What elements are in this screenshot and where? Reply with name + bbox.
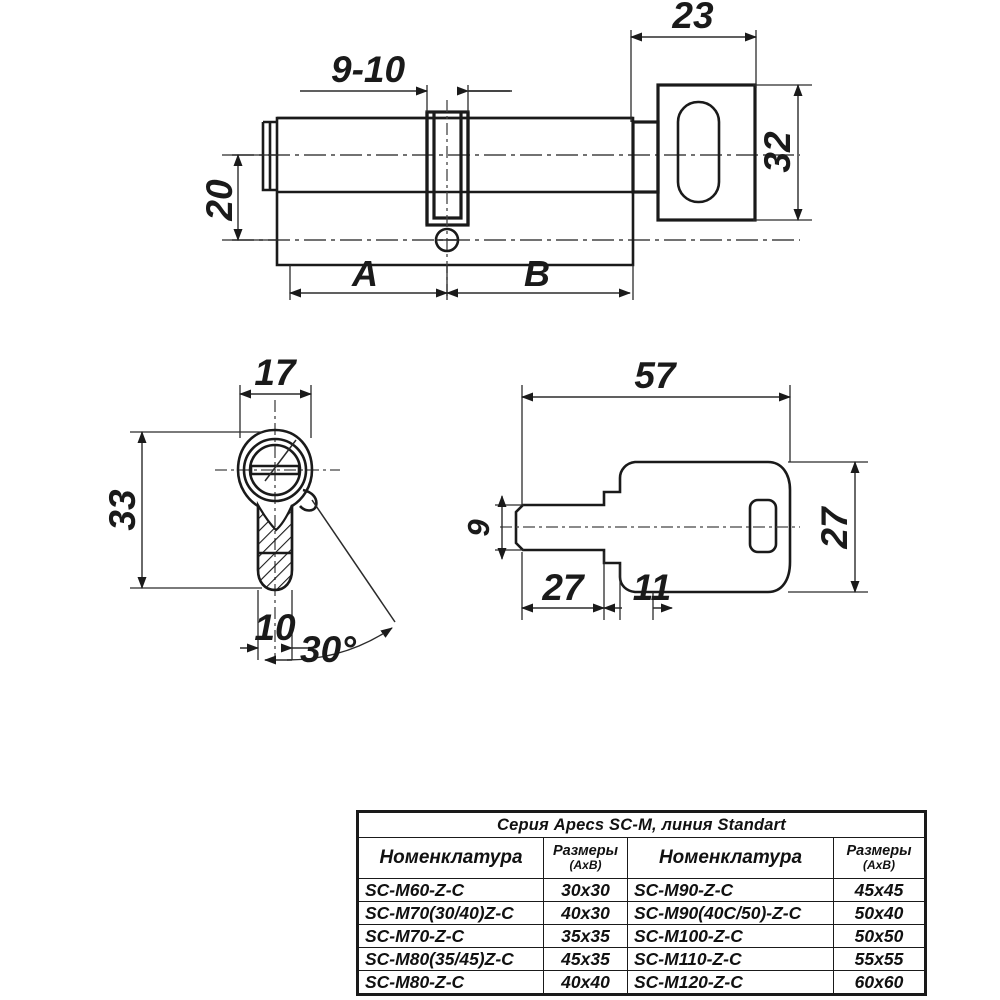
dimension-blade-length: 27 xyxy=(521,552,605,620)
cell-nom-right: SC-M100-Z-C xyxy=(627,924,834,948)
dimension-tail-width: 10 xyxy=(240,590,310,660)
table-title: Серия Apecs SC-M, линия Standart xyxy=(356,811,927,838)
cell-size-left: 40x30 xyxy=(543,901,628,925)
dim-label-tail-width: 10 xyxy=(254,607,296,648)
header-nomenclature-right: Номенклатура xyxy=(627,837,834,879)
view-cylinder-side: 9-10 20 23 32 A xyxy=(199,0,812,300)
table-title-row: Серия Apecs SC-M, линия Standart xyxy=(356,811,927,838)
header-sizes-right: Размеры (AxB) xyxy=(832,837,927,879)
dim-label-profile-width: 17 xyxy=(254,352,298,393)
cell-size-right: 45x45 xyxy=(832,878,927,902)
thumbturn-grip-detail xyxy=(676,100,721,204)
dim-label-profile-height: 33 xyxy=(102,489,143,531)
angle-arc xyxy=(286,627,393,661)
thumbturn-neck xyxy=(631,120,660,194)
dim-label-A: A xyxy=(351,253,378,294)
cell-nom-left: SC-M70(30/40)Z-C xyxy=(357,901,544,925)
plug-keyway-slot xyxy=(249,464,301,476)
cell-nom-left: SC-M70-Z-C xyxy=(357,924,544,948)
header-nomenclature-left: Номенклатура xyxy=(357,837,544,879)
table-header-row: Номенклатура Размеры (AxB) Номенклатура … xyxy=(357,837,927,879)
cell-nom-right: SC-M110-Z-C xyxy=(627,947,834,971)
table-row: SC-M80(35/45)Z-C 45x35 SC-M110-Z-C 55x55 xyxy=(357,947,927,971)
spec-table: Серия Apecs SC-M, линия Standart Номенкл… xyxy=(356,810,928,996)
dimension-shoulder: 11 xyxy=(603,565,673,620)
dim-label-knob-height: 32 xyxy=(757,131,798,173)
view-key-profile: 57 27 9 27 11 xyxy=(461,355,868,620)
dim-label-cam-width: 9-10 xyxy=(331,49,405,90)
plug-outer-circle xyxy=(242,437,308,503)
cell-nom-right: SC-M90-Z-C xyxy=(627,878,834,902)
cell-size-right: 60x60 xyxy=(832,970,927,995)
cell-size-left: 45x35 xyxy=(543,947,628,971)
header-sizes-left: Размеры (AxB) xyxy=(543,837,628,879)
cell-size-left: 35x35 xyxy=(543,924,628,948)
header-sizes-left-main: Размеры xyxy=(553,843,618,860)
key-ring-hole xyxy=(748,498,778,554)
spec-table-container: Серия Apecs SC-M, линия Standart Номенкл… xyxy=(356,810,928,996)
dim-label-key-length: 57 xyxy=(634,355,678,396)
cell-size-left: 30x30 xyxy=(543,878,628,902)
angle-ray-line xyxy=(311,499,396,623)
dimension-knob-width: 23 xyxy=(630,0,757,122)
cell-nom-left: SC-M80-Z-C xyxy=(357,970,544,995)
cell-size-right: 50x40 xyxy=(832,901,927,925)
table-row: SC-M70-Z-C 35x35 SC-M100-Z-C 50x50 xyxy=(357,924,927,948)
dim-label-shoulder: 11 xyxy=(633,567,671,608)
dim-label-barrel-height: 20 xyxy=(199,179,240,222)
dimension-profile-width: 17 xyxy=(239,352,312,438)
profile-section-hatch xyxy=(256,500,294,592)
dim-label-B: B xyxy=(524,253,550,294)
dimension-key-length: 57 xyxy=(521,355,791,505)
cell-nom-left: SC-M80(35/45)Z-C xyxy=(357,947,544,971)
key-outline xyxy=(514,460,792,594)
cell-size-right: 50x50 xyxy=(832,924,927,948)
view-cylinder-section: 17 33 10 30° xyxy=(102,352,396,670)
dimension-blade-thickness: 9 xyxy=(461,495,524,560)
cell-nom-left: SC-M60-Z-C xyxy=(357,878,544,902)
cell-nom-right: SC-M90(40C/50)-Z-C xyxy=(627,901,834,925)
dim-label-blade-length: 27 xyxy=(541,567,586,608)
profile-retaining-nub xyxy=(299,488,318,512)
dim-label-bow-height: 27 xyxy=(814,505,855,550)
header-sizes-left-sub: (AxB) xyxy=(569,858,602,873)
header-sizes-right-main: Размеры xyxy=(846,843,912,860)
cell-nom-right: SC-M120-Z-C xyxy=(627,970,834,995)
dimension-angle: 30° xyxy=(264,499,396,670)
dim-label-knob-width: 23 xyxy=(671,0,714,36)
cell-size-right: 55x55 xyxy=(832,947,927,971)
dim-label-angle: 30° xyxy=(300,629,356,670)
dimension-cam-width: 9-10 xyxy=(300,49,512,112)
dimension-bow-height: 27 xyxy=(788,461,868,593)
table-row: SC-M70(30/40)Z-C 40x30 SC-M90(40C/50)-Z-… xyxy=(357,901,927,925)
dimension-knob-height: 32 xyxy=(753,84,812,221)
table-row: SC-M60-Z-C 30x30 SC-M90-Z-C 45x45 xyxy=(357,878,927,902)
thumbturn-knob xyxy=(656,83,757,222)
cell-size-left: 40x40 xyxy=(543,970,628,995)
table-row: SC-M80-Z-C 40x40 SC-M120-Z-C 60x60 xyxy=(357,970,927,995)
leader-keyway xyxy=(264,439,297,482)
dim-label-blade-thickness: 9 xyxy=(461,519,496,537)
header-sizes-right-sub: (AxB) xyxy=(863,858,895,873)
dimension-profile-height: 33 xyxy=(102,431,262,589)
dimension-barrel-height: 20 xyxy=(199,154,278,241)
dimension-a-b: A B xyxy=(289,253,634,300)
